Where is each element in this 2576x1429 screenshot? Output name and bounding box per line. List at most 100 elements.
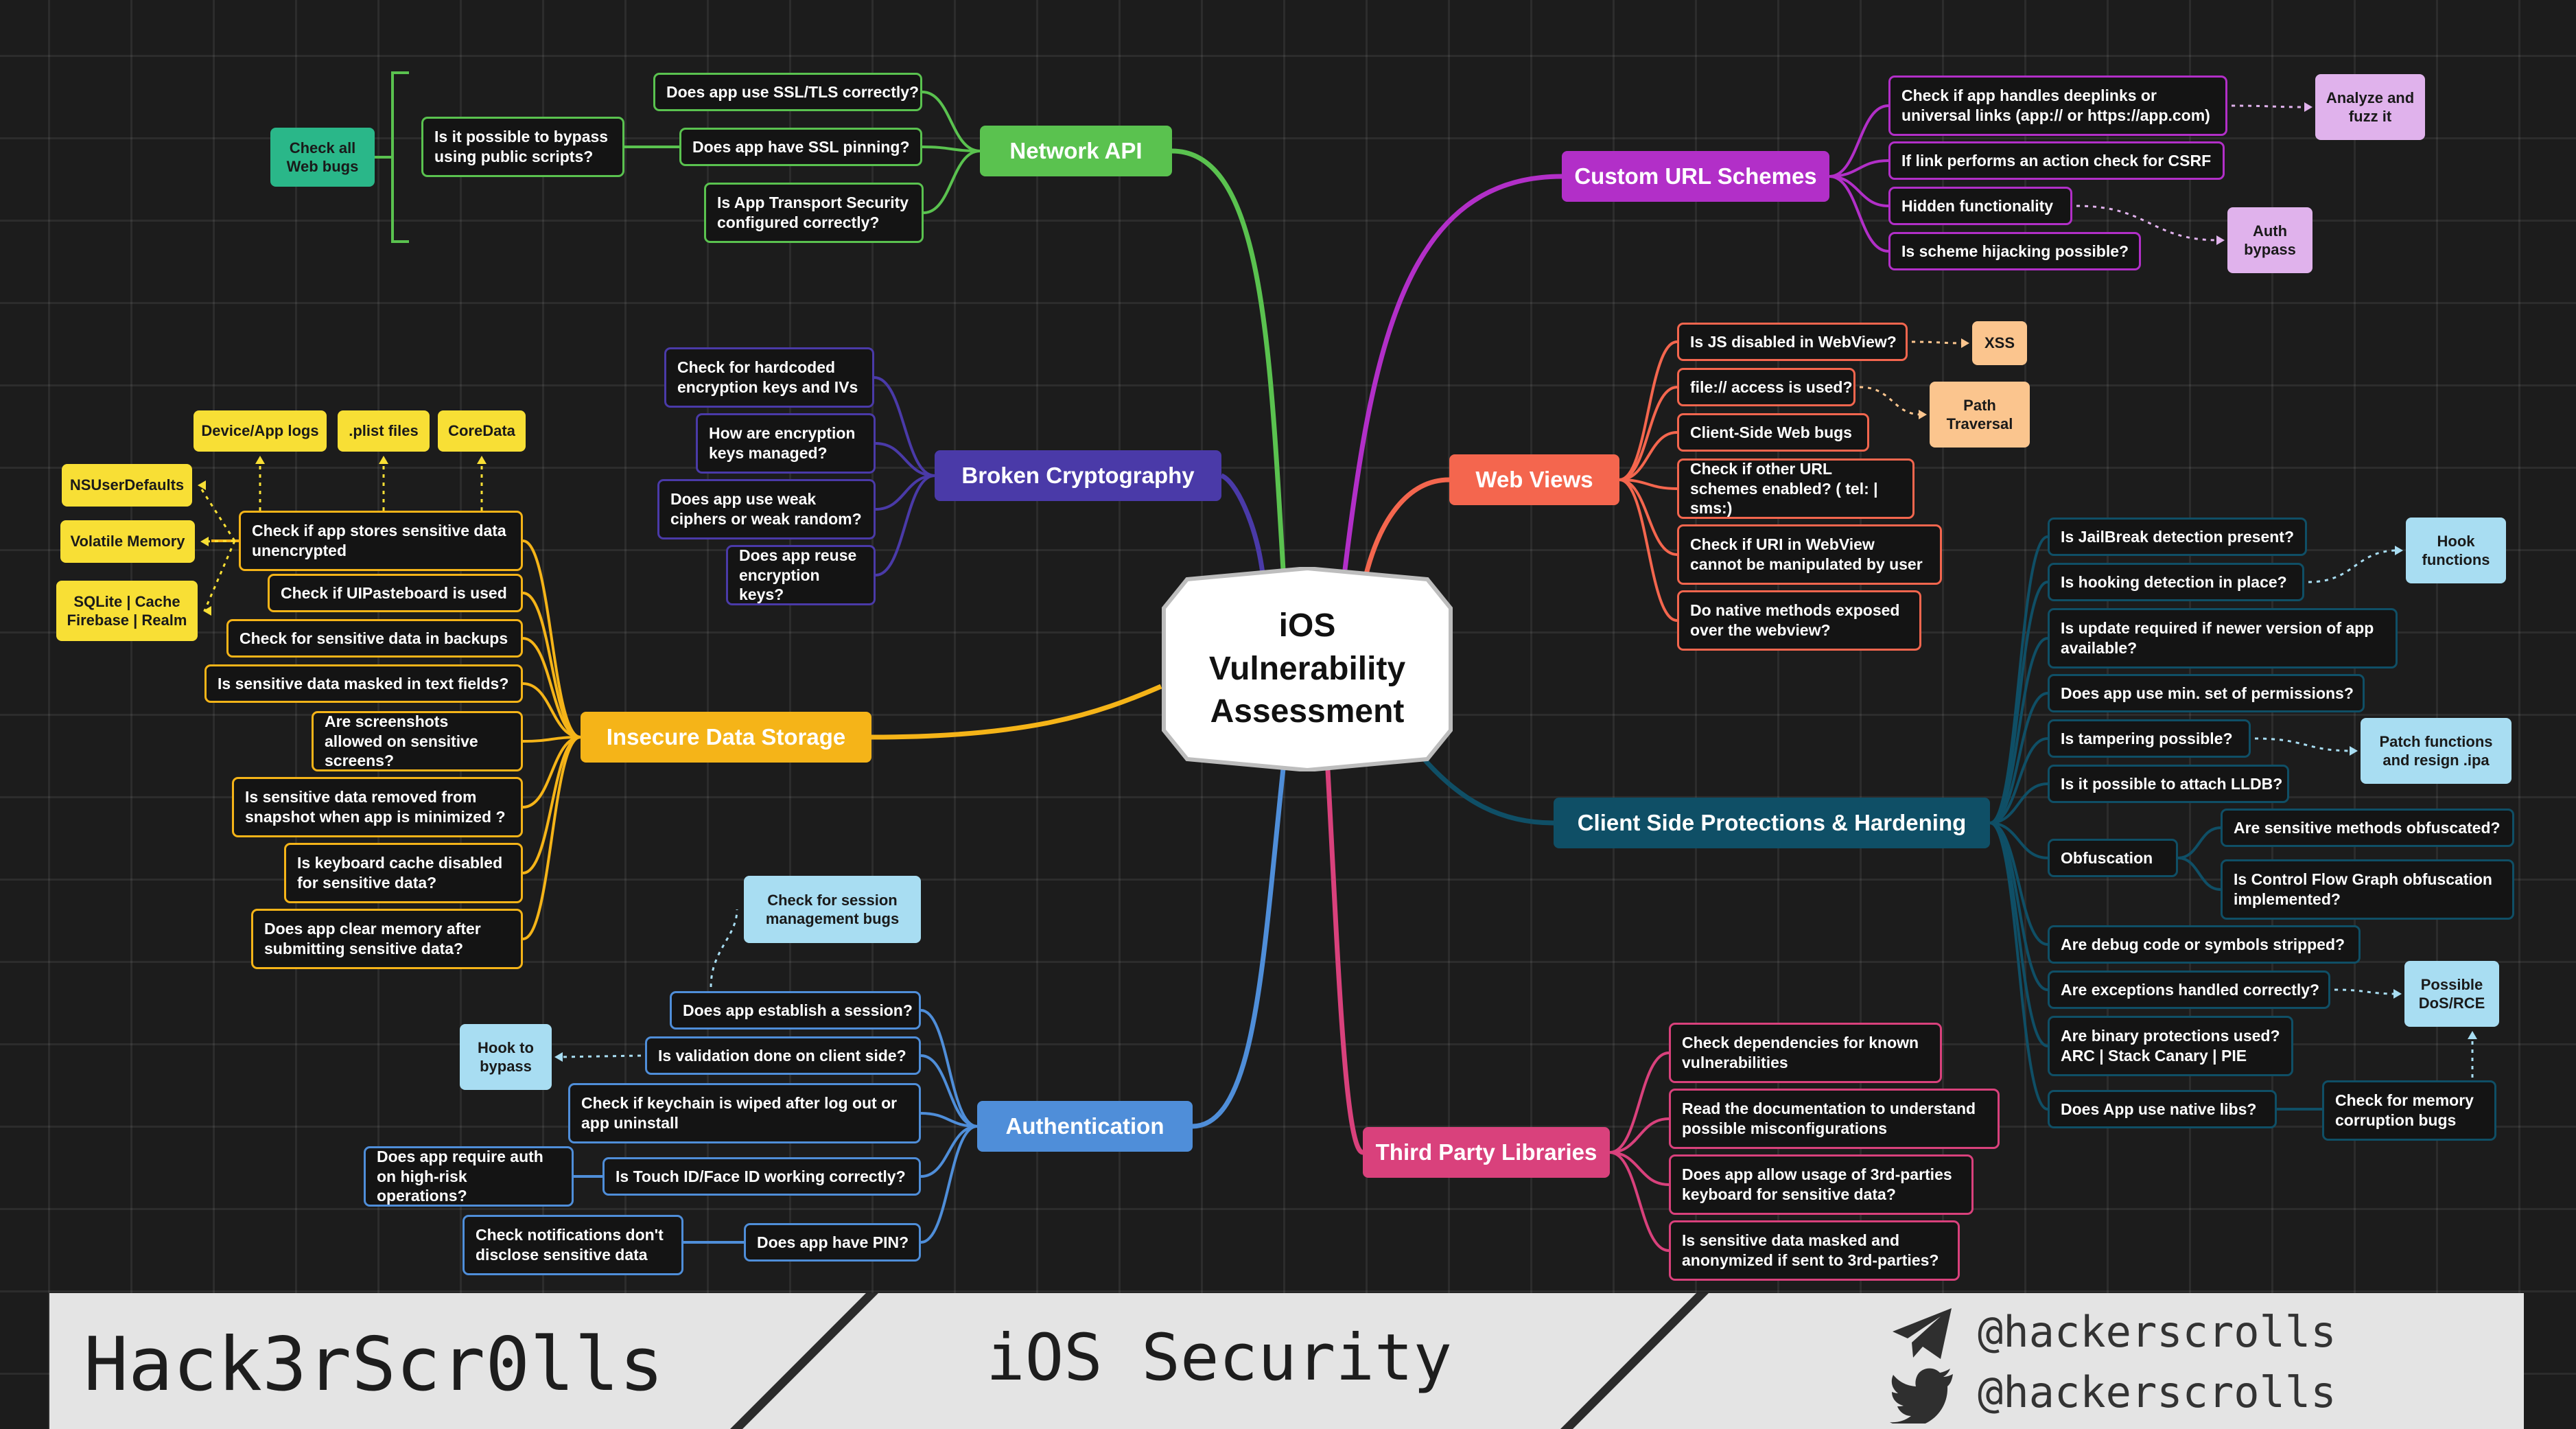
web-link-2 <box>1619 431 1678 481</box>
leaf-storage-snapshot: Is sensitive data removed from snapshot … <box>232 777 523 837</box>
storage-note-top-arrow-1 <box>379 456 388 464</box>
branch-broken-cryptography: Broken Cryptography <box>935 450 1221 501</box>
leaf-auth-session: Does app establish a session? <box>670 991 921 1030</box>
leaf-storage-clear-memory: Does app clear memory after submitting s… <box>251 909 523 969</box>
thirdparty-link-3 <box>1609 1151 1670 1252</box>
twitter-handle[interactable]: @hackerscrolls <box>1978 1367 2337 1417</box>
leaf-url-csrf: If link performs an action check for CSR… <box>1888 141 2225 180</box>
web-link-3 <box>1619 478 1678 490</box>
storage-note-top-arrow-0 <box>255 456 265 464</box>
note-plist-files: .plist files <box>338 410 430 452</box>
client-dos-link-arrow <box>2393 989 2402 999</box>
leaf-client-native-libs: Does App use native libs? <box>2048 1090 2277 1128</box>
leaf-network-bypass-scripts: Is it possible to bypass using public sc… <box>421 117 624 177</box>
footer-subtitle: iOS Security <box>986 1321 1453 1395</box>
client-obf-link-0 <box>2177 826 2221 859</box>
client-dos-link <box>2334 988 2397 995</box>
crypto-link-1 <box>875 442 935 477</box>
leaf-client-obfuscation: Obfuscation <box>2048 839 2178 877</box>
note-device-app-logs: Device/App logs <box>194 410 327 452</box>
auth-link-1 <box>920 1054 978 1128</box>
thirdparty-link-2 <box>1609 1151 1670 1186</box>
leaf-web-js-disabled: Is JS disabled in WebView? <box>1677 323 1908 361</box>
leaf-crypto-weak-ciphers: Does app use weak ciphers or weak random… <box>657 479 876 539</box>
web-link-4 <box>1619 478 1678 556</box>
thirdparty-link-1 <box>1609 1117 1670 1154</box>
client-link-5 <box>1989 782 2048 824</box>
network-bracket <box>391 71 409 243</box>
telegram-handle[interactable]: @hackerscrolls <box>1978 1307 2337 1357</box>
url-fuzz-link-arrow <box>2304 102 2312 112</box>
leaf-storage-backups: Check for sensitive data in backups <box>226 619 523 658</box>
leaf-web-uri-manipulation: Check if URI in WebView cannot be manipu… <box>1677 524 1942 585</box>
branch-insecure-data-storage: Insecure Data Storage <box>581 712 871 763</box>
client-hook-link-arrow <box>2395 546 2403 555</box>
auth-hook-link-arrow <box>554 1052 563 1062</box>
note-patch-and-resign: Patch functions and resign .ipa <box>2361 718 2511 784</box>
note-session-management-bugs: Check for session management bugs <box>744 876 921 943</box>
leaf-storage-keyboard-cache: Is keyboard cache disabled for sensitive… <box>284 843 523 903</box>
storage-link-2 <box>522 637 581 739</box>
storage-link-6 <box>522 736 581 874</box>
storage-note-left-arrow-2 <box>203 606 211 616</box>
branch-web-views: Web Views <box>1449 454 1619 505</box>
storage-note-left-2 <box>203 540 236 612</box>
client-link-4 <box>1989 737 2048 824</box>
web-xss-link <box>1911 340 1965 345</box>
note-hook-to-bypass: Hook to bypass <box>460 1024 552 1090</box>
storage-note-left-arrow-1 <box>200 537 209 546</box>
client-link-3 <box>1989 692 2048 824</box>
leaf-crypto-key-reuse: Does app reuse encryption keys? <box>726 545 876 605</box>
leaf-network-ssl-tls: Does app use SSL/TLS correctly? <box>653 73 922 111</box>
auth-link-0 <box>920 1009 978 1128</box>
leaf-client-memory-corruption: Check for memory corruption bugs <box>2322 1080 2496 1141</box>
client-patch-link-arrow <box>2350 746 2358 756</box>
web-path-link <box>1859 386 1922 416</box>
storage-link-7 <box>522 736 581 940</box>
leaf-network-ats: Is App Transport Security configured cor… <box>704 183 924 243</box>
client-link-6 <box>1989 822 2048 859</box>
client-hook-link <box>2308 549 2398 583</box>
client-obf-link-1 <box>2177 857 2221 891</box>
note-volatile-memory: Volatile Memory <box>60 520 195 563</box>
leaf-client-exceptions: Are exceptions handled correctly? <box>2048 971 2330 1009</box>
auth-hook-link <box>559 1054 642 1058</box>
leaf-auth-notifications: Check notifications don't disclose sensi… <box>462 1215 683 1275</box>
auth-link-4 <box>920 1125 978 1244</box>
leaf-client-update-required: Is update required if newer version of a… <box>2048 608 2398 669</box>
crypto-link-2 <box>875 474 935 511</box>
url-auth-link <box>2076 205 2220 242</box>
trunk-web <box>1363 477 1450 577</box>
storage-link-5 <box>522 736 581 809</box>
web-xss-link-arrow <box>1961 338 1969 348</box>
trunk-client <box>1418 753 1554 826</box>
leaf-auth-high-risk-ops: Does app require auth on high-risk opera… <box>364 1146 574 1207</box>
crypto-link-0 <box>874 376 935 477</box>
leaf-client-tampering: Is tampering possible? <box>2048 719 2251 758</box>
web-path-link-arrow <box>1919 410 1927 419</box>
network-link-0 <box>922 91 981 152</box>
web-link-0 <box>1619 340 1678 481</box>
leaf-url-hidden-functionality: Hidden functionality <box>1888 187 2072 225</box>
note-hook-functions: Hook functions <box>2406 518 2506 583</box>
leaf-client-cfg-obfuscation: Is Control Flow Graph obfuscation implem… <box>2221 859 2514 920</box>
storage-note-top-arrow-2 <box>477 456 487 464</box>
branch-authentication: Authentication <box>977 1101 1193 1152</box>
leaf-client-debug-symbols: Are debug code or symbols stripped? <box>2048 925 2361 964</box>
client-link-1 <box>1989 581 2048 824</box>
client-memory-dos-arrow <box>2468 1031 2477 1039</box>
auth-link-2 <box>920 1112 978 1128</box>
branch-custom-url-schemes: Custom URL Schemes <box>1562 151 1829 202</box>
storage-link-1 <box>522 592 581 739</box>
storage-note-left-arrow-0 <box>198 480 206 490</box>
url-link-3 <box>1829 175 1889 253</box>
client-link-2 <box>1989 637 2048 824</box>
leaf-storage-masked-fields: Is sensitive data masked in text fields? <box>204 664 523 703</box>
central-topic-title: iOS Vulnerability Assessment <box>1208 607 1406 730</box>
url-auth-link-arrow <box>2216 235 2225 245</box>
trunk-storage <box>871 684 1162 740</box>
leaf-auth-client-validation: Is validation done on client side? <box>645 1036 921 1075</box>
leaf-client-lldb: Is it possible to attach LLDB? <box>2048 765 2289 803</box>
client-patch-link <box>2254 737 2353 752</box>
